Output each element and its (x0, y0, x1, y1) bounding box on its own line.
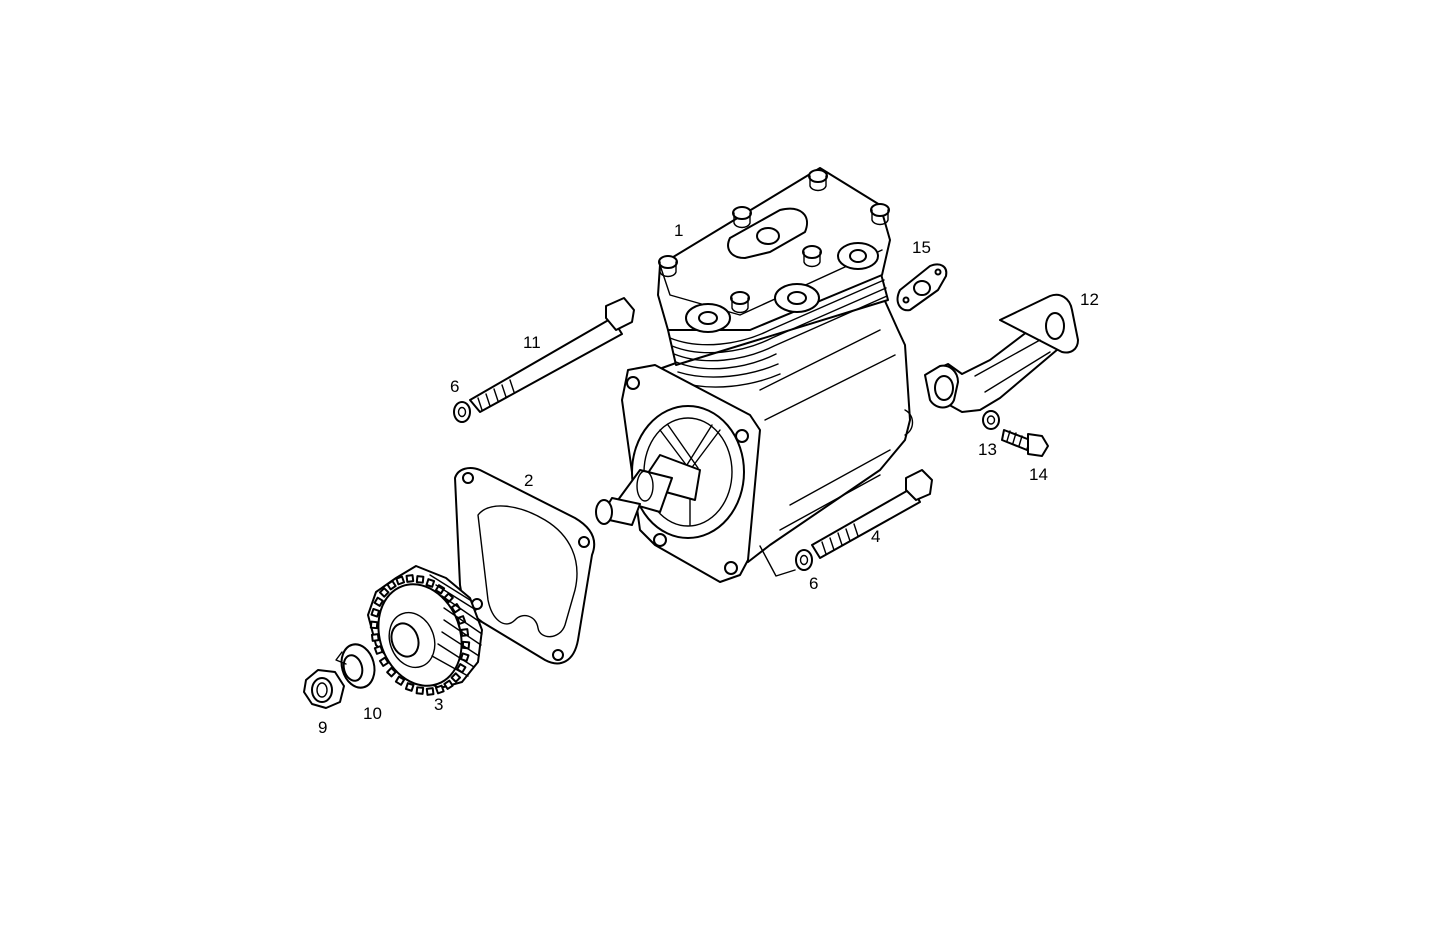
head-bolts (658, 169, 890, 314)
gear-tooth (415, 575, 425, 584)
gear-tooth (404, 682, 415, 692)
callout-12: 12 (1080, 290, 1099, 309)
part-6-washer-lower (795, 549, 813, 571)
part-13-washer (982, 410, 1000, 430)
gear-tooth (434, 584, 446, 595)
leader-line (759, 545, 796, 577)
callout-2: 2 (524, 471, 533, 490)
gear-tooth (443, 679, 454, 690)
callout-1: 1 (674, 221, 683, 240)
part-15-flange-gasket (896, 263, 948, 312)
part-2-gasket (454, 467, 596, 665)
callout-15: 15 (912, 238, 931, 257)
gear-tooth (378, 587, 390, 598)
callout-11: 11 (523, 333, 541, 352)
callout-6-lower: 6 (809, 574, 818, 593)
callout-14: 14 (1029, 465, 1048, 484)
callout-4: 4 (871, 527, 880, 546)
gear-tooth (395, 575, 406, 586)
part-6-washer-upper (453, 401, 471, 423)
part-14-bolt (1001, 429, 1049, 457)
gear-tooth (386, 666, 397, 678)
drive-shaft (595, 454, 701, 526)
part-12-elbow-pipe (924, 293, 1079, 413)
callout-3: 3 (434, 695, 443, 714)
gear-tooth (434, 684, 445, 695)
gear-tooth (394, 675, 406, 686)
gear-tooth (370, 633, 380, 642)
part-9-nut (303, 669, 345, 709)
part-1-compressor (595, 167, 914, 583)
callout-10: 10 (363, 704, 382, 723)
part-10-lock-washer (335, 643, 376, 689)
part-11-bolt-upper (469, 297, 635, 413)
callout-9: 9 (318, 718, 327, 737)
gear-tooth (425, 687, 435, 696)
gear-tooth (443, 592, 454, 604)
gear-tooth (386, 580, 397, 591)
gear-tooth (405, 574, 415, 583)
callout-13: 13 (978, 440, 997, 459)
gear-tooth (450, 672, 462, 683)
part-4-bolt-lower (811, 469, 933, 559)
gear-tooth (373, 596, 384, 607)
gear-tooth (370, 607, 381, 618)
gear-tooth (369, 620, 379, 630)
callout-6-upper: 6 (450, 377, 459, 396)
part-3-gear (367, 565, 483, 696)
gear-tooth (415, 686, 425, 695)
cylinder-head (657, 167, 891, 333)
gear-tooth (425, 578, 436, 588)
